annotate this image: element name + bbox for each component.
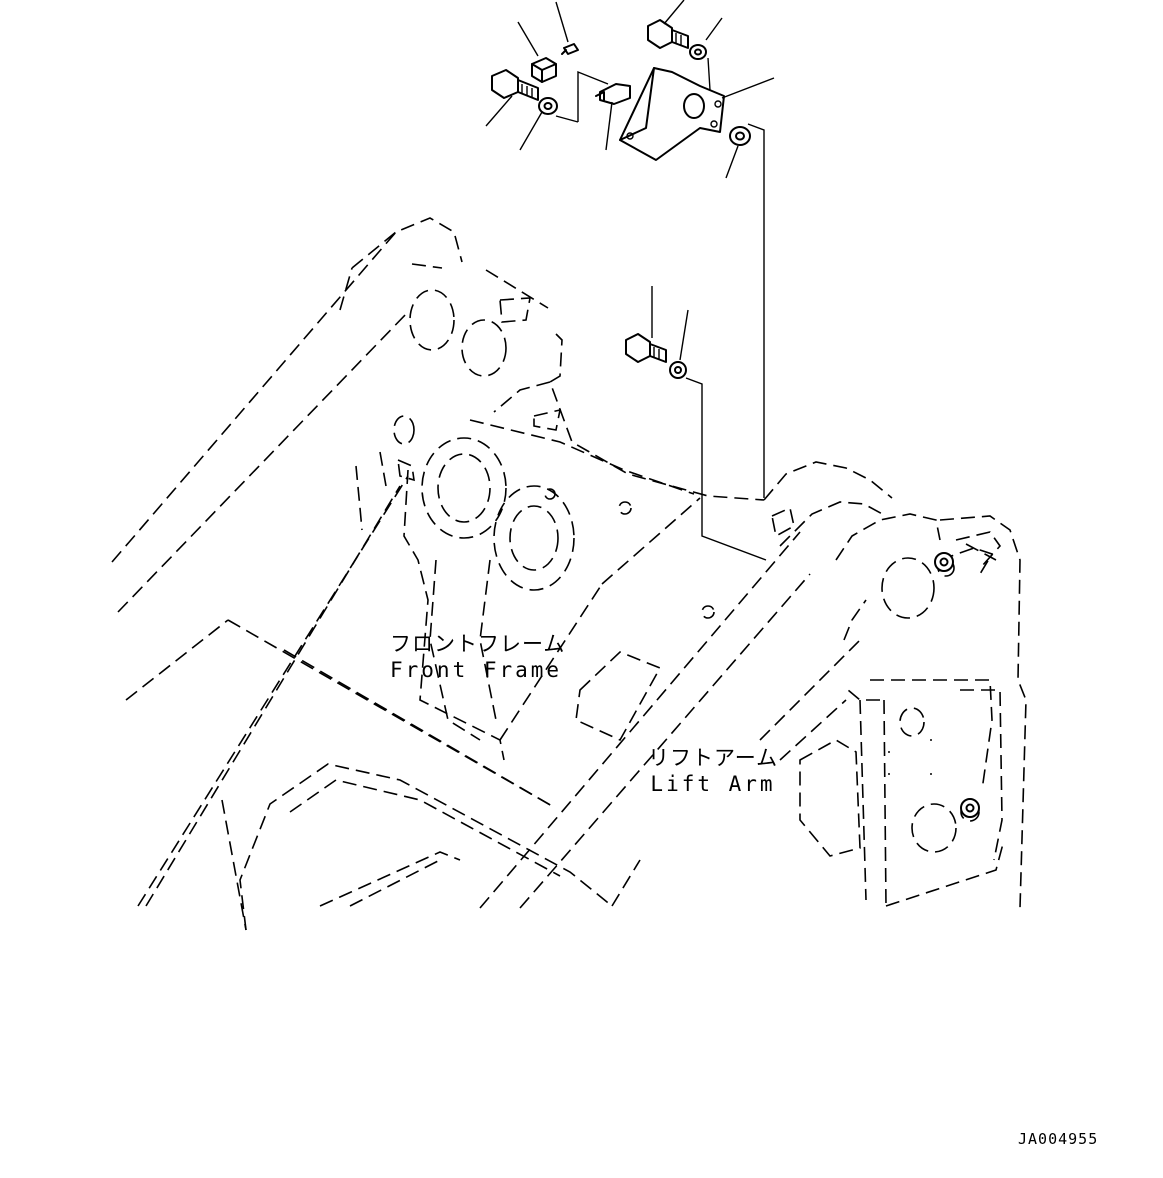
- front-frame-label: フロントフレーム Front Frame: [390, 628, 566, 682]
- nut-cube: [531, 57, 557, 83]
- washer-right: [689, 44, 707, 60]
- lift-arm-outline: [479, 461, 1027, 909]
- front-frame-outline: [111, 217, 765, 931]
- hardware-group: [485, 0, 775, 498]
- cover-plate: [619, 67, 725, 161]
- lift-arm-label-en: Lift Arm: [650, 772, 776, 796]
- front-frame-label-jp: フロントフレーム: [390, 632, 566, 656]
- front-frame-label-en: Front Frame: [390, 658, 563, 682]
- washer-left: [538, 97, 558, 115]
- lift-arm-label-jp: リフトアーム: [648, 746, 779, 770]
- solid-hardware: [934, 552, 980, 818]
- small-screw: [561, 43, 579, 55]
- clip-bracket: [595, 83, 631, 105]
- spacer-nut: [729, 126, 751, 146]
- bolt-upper-right: [647, 19, 689, 49]
- drawing-code: JA004955: [1018, 1130, 1099, 1148]
- bolt-upper-left: [491, 69, 539, 101]
- lift-arm-label: リフトアーム Lift Arm: [648, 742, 778, 796]
- lower-bolt-group: [625, 286, 767, 561]
